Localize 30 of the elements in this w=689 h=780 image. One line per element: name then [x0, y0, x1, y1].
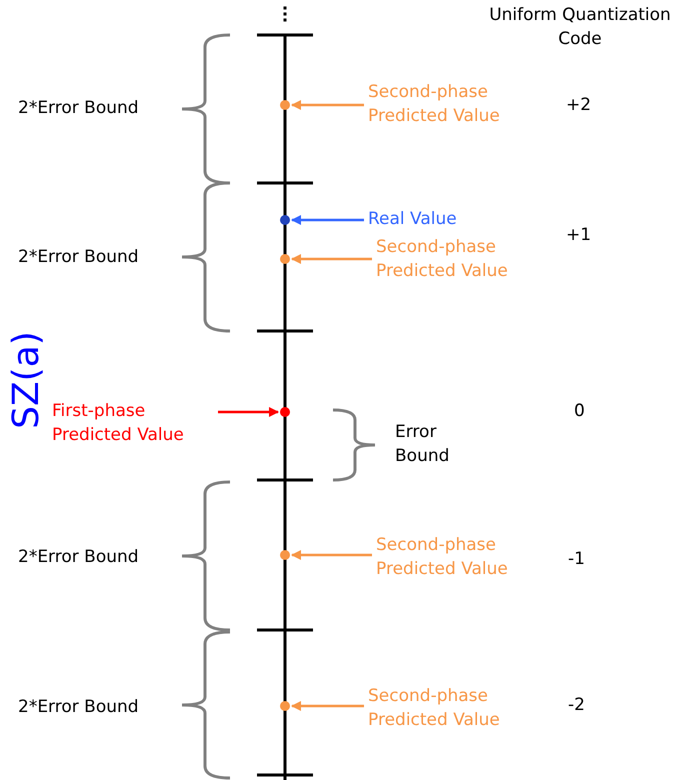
- bracket-label: 2*Error Bound: [18, 546, 140, 569]
- annotation-text: Second-phase Predicted Value: [368, 80, 538, 128]
- arrow: [218, 407, 279, 417]
- column-heading: Uniform Quantization Code: [488, 4, 672, 51]
- quantization-code: -1: [568, 548, 586, 571]
- quantization-code: +2: [566, 94, 592, 117]
- data-point: [279, 700, 291, 712]
- arrow: [291, 215, 364, 225]
- annotation-text: Second-phase Predicted Value: [376, 533, 546, 581]
- annotation-text: Second-phase Predicted Value: [376, 235, 546, 283]
- axis-label: SZ(a): [6, 331, 47, 429]
- data-point: [279, 253, 291, 265]
- quantization-code: +1: [566, 224, 592, 247]
- quantization-code: 0: [574, 400, 586, 423]
- bracket-label: Error Bound: [395, 421, 450, 468]
- bracket-label: 2*Error Bound: [18, 246, 140, 269]
- arrow: [291, 254, 372, 264]
- data-point: [279, 214, 291, 226]
- data-point: [279, 99, 291, 111]
- annotation-text: Real Value: [368, 207, 518, 231]
- annotation-text: First-phase Predicted Value: [52, 399, 212, 447]
- annotation-text: Second-phase Predicted Value: [368, 684, 538, 732]
- arrow: [291, 701, 364, 711]
- data-point: [279, 406, 291, 418]
- quantization-code: -2: [568, 694, 586, 717]
- bracket-label: 2*Error Bound: [18, 696, 140, 719]
- bracket-label: 2*Error Bound: [18, 97, 140, 120]
- data-point: [279, 549, 291, 561]
- arrow: [291, 550, 372, 560]
- arrow: [291, 100, 364, 110]
